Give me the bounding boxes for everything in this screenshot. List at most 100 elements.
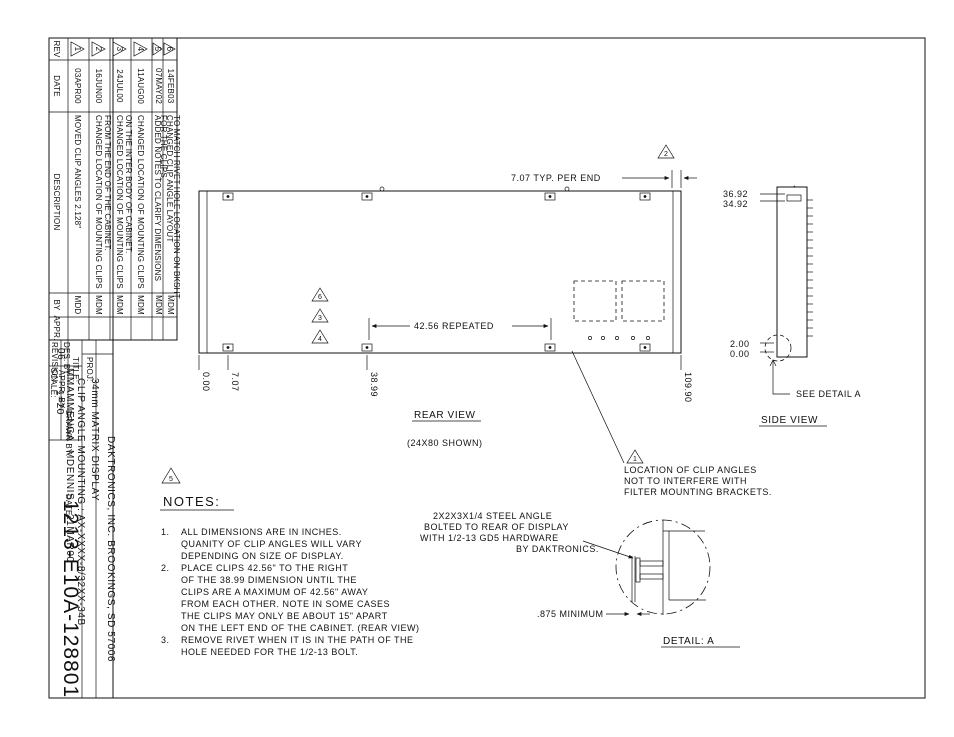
- dim-0: 0.00: [201, 372, 211, 392]
- rev-mark-5: [161, 467, 181, 484]
- revision-row: 1 03APR00 MOVED CLIP ANGLES 2.128" MDD: [70, 41, 85, 314]
- dim-7: 7.07: [230, 372, 240, 392]
- rev-by: MDM: [115, 295, 124, 315]
- clip-angles-bottom: [222, 343, 651, 352]
- side-view-caption: SIDE VIEW: [761, 415, 818, 426]
- rev-header: REV: [52, 40, 61, 58]
- note-line: REMOVE RIVET WHEN IT IS IN THE PATH OF T…: [181, 635, 414, 645]
- rev-triangle: [163, 42, 176, 56]
- clip-note-line3: FILTER MOUNTING BRACKETS.: [624, 487, 772, 497]
- notes-heading: NOTES:: [163, 494, 220, 509]
- filter-bracket: [621, 280, 665, 322]
- drawn-value: MDENNIS: [64, 450, 75, 500]
- rev-mark: 4: [318, 336, 322, 343]
- revision-row: 2 16JUN00 CHANGED LOCATION OF MOUNTING C…: [91, 41, 112, 315]
- rev-by: MDM: [94, 295, 103, 315]
- rev-by: MDM: [154, 295, 163, 315]
- revision-value: 06: [55, 348, 66, 360]
- note-number: 3.: [161, 635, 170, 645]
- side-cabinet: [776, 186, 808, 358]
- svg-text:⌃: ⌃: [792, 185, 797, 192]
- clip-angles-top: [222, 192, 651, 201]
- detail-a-caption: DETAIL: A: [663, 636, 714, 647]
- des-label: DES. BY:: [62, 342, 71, 377]
- dim-38: 38.99: [369, 372, 379, 397]
- note-line: CLIPS ARE A MAXIMUM OF 42.56" AWAY: [181, 587, 368, 597]
- rev-mark: 6: [318, 294, 322, 301]
- note-line: DEPENDING ON SIZE OF DISPLAY.: [181, 551, 344, 561]
- revision-row: 4 11AUG00 CHANGED LOCATION OF MOUNTING C…: [133, 41, 148, 315]
- rear-view-subcaption: (24X80 SHOWN): [407, 438, 483, 448]
- filter-bracket: [573, 280, 617, 322]
- note-line: HOLE NEEDED FOR THE 1/2-13 BOLT.: [181, 647, 358, 657]
- rev-date: 03APR00: [73, 68, 82, 104]
- rev-triangle: [133, 41, 148, 57]
- drawing-number: 1213-E10A-128801: [59, 500, 82, 698]
- revision-row: 3 24JUL00 CHANGED LOCATION OF MOUNTING C…: [112, 41, 133, 315]
- by-header: BY: [52, 299, 61, 311]
- rev-date: 14FEB03: [166, 69, 175, 104]
- description-header: DESCRIPTION: [52, 174, 61, 231]
- dim-typ-per-end: 7.07 TYP. PER END: [511, 173, 601, 183]
- rev-triangle: [152, 42, 163, 56]
- note-line: ALL DIMENSIONS ARE IN INCHES.: [181, 527, 342, 537]
- rev-number: 1: [73, 47, 82, 52]
- company-name: DAKTRONICS, INC. BROOKINGS, SD 57006: [105, 436, 116, 662]
- rev-date: 24JUL00: [115, 69, 124, 103]
- rev-number: 3: [115, 47, 124, 52]
- scale-label: SCALE:: [49, 368, 58, 398]
- rev-description-line2: TO MATCH RIVET HOLE LOCATION ON BKSHT.: [172, 115, 181, 300]
- see-detail-a: SEE DETAIL A: [796, 389, 861, 399]
- side-dim-bot2: 0.00: [730, 349, 750, 359]
- rear-view-caption: REAR VIEW: [414, 410, 476, 421]
- detail-a: 2X2X3X1/4 STEEL ANGLE BOLTED TO REAR OF …: [420, 511, 740, 648]
- rev-description-line1: CHANGED CLIP ANGLE LAYOUT: [165, 115, 174, 242]
- detail-note1: 2X2X3X1/4 STEEL ANGLE: [433, 511, 552, 521]
- detail-a-callout: [764, 334, 792, 362]
- rev-description-line2: FOR THE CLIPS.: [159, 115, 168, 180]
- rev-number: 4: [136, 47, 145, 52]
- drawing-area-border: [112, 37, 926, 699]
- appr-label: APPR. BY:: [57, 370, 66, 410]
- rev-triangle: [91, 41, 106, 57]
- note-number: 2.: [161, 563, 170, 573]
- side-dim-bot1: 2.00: [730, 339, 750, 349]
- rev-description-line1: CHANGED LOCATION OF MOUNTING CLIPS: [136, 115, 145, 289]
- clip-note-line1: LOCATION OF CLIP ANGLES: [624, 465, 757, 475]
- note-line: ON THE LEFT END OF THE CABINET. (REAR VI…: [181, 623, 420, 633]
- rev-mark-5-number: 5: [169, 476, 173, 483]
- note-line: QUANITY OF CLIP ANGLES WILL VARY: [181, 539, 362, 549]
- revision-row: 6 14FEB03 CHANGED CLIP ANGLE LAYOUT TO M…: [163, 42, 181, 315]
- detail-note3: WITH 1/2-13 GD5 HARDWARE: [420, 533, 559, 543]
- note-number: 1.: [161, 527, 170, 537]
- rev-number: 2: [94, 47, 103, 52]
- detail-note2: BOLTED TO REAR OF DISPLAY: [424, 522, 569, 532]
- title-block: DAKTRONICS, INC. BROOKINGS, SD 57006 PRO…: [49, 339, 116, 698]
- rev-date: 11AUG00: [136, 68, 145, 104]
- cabinet-outline: [198, 190, 682, 354]
- side-fins: [807, 199, 813, 337]
- note-line: THE CLIPS MAY ONLY BE ABOUT 15" APART: [181, 611, 388, 621]
- rev-description-line2: FROM THE END OF THE CABINET.: [103, 115, 112, 251]
- rev-by: MDM: [136, 295, 145, 315]
- clip-location-note: 1 LOCATION OF CLIP ANGLES NOT TO INTERFE…: [571, 350, 772, 497]
- rev-date: 07MAY02: [154, 68, 163, 104]
- note-line: OF THE 38.99 DIMENSION UNTIL THE: [181, 575, 357, 585]
- rev-date: 16JUN00: [94, 69, 103, 104]
- side-dim-top1: 36.92: [723, 189, 748, 199]
- rev-number: 6: [165, 47, 174, 52]
- rev-by: MDM: [166, 295, 175, 315]
- scale-value: 1=20: [54, 390, 65, 415]
- rev-mark-2-number: 2: [664, 151, 668, 158]
- rev-description-line2: ON THE INTER BODY OF CABINET.: [124, 115, 133, 253]
- note-line: FROM EACH OTHER. NOTE IN SOME CASES: [181, 599, 390, 609]
- rear-view: 7.07 TYP. PER END 2 42.56 REPEATED 6 3 4…: [198, 144, 697, 448]
- rev-description-line1: CHANGED LOCATION OF MOUNTING CLIPS: [115, 115, 124, 289]
- proj-value: 34mm MATRIX DISPLAY: [89, 378, 100, 501]
- side-dim-top2: 34.92: [723, 199, 748, 209]
- proj-label: PROJ:: [85, 357, 94, 382]
- des-value: MMAMMENGA: [64, 368, 75, 442]
- title-label: TITLE:: [71, 357, 80, 382]
- notes-section: 5 NOTES: 1. ALL DIMENSIONS ARE IN INCHES…: [160, 467, 420, 657]
